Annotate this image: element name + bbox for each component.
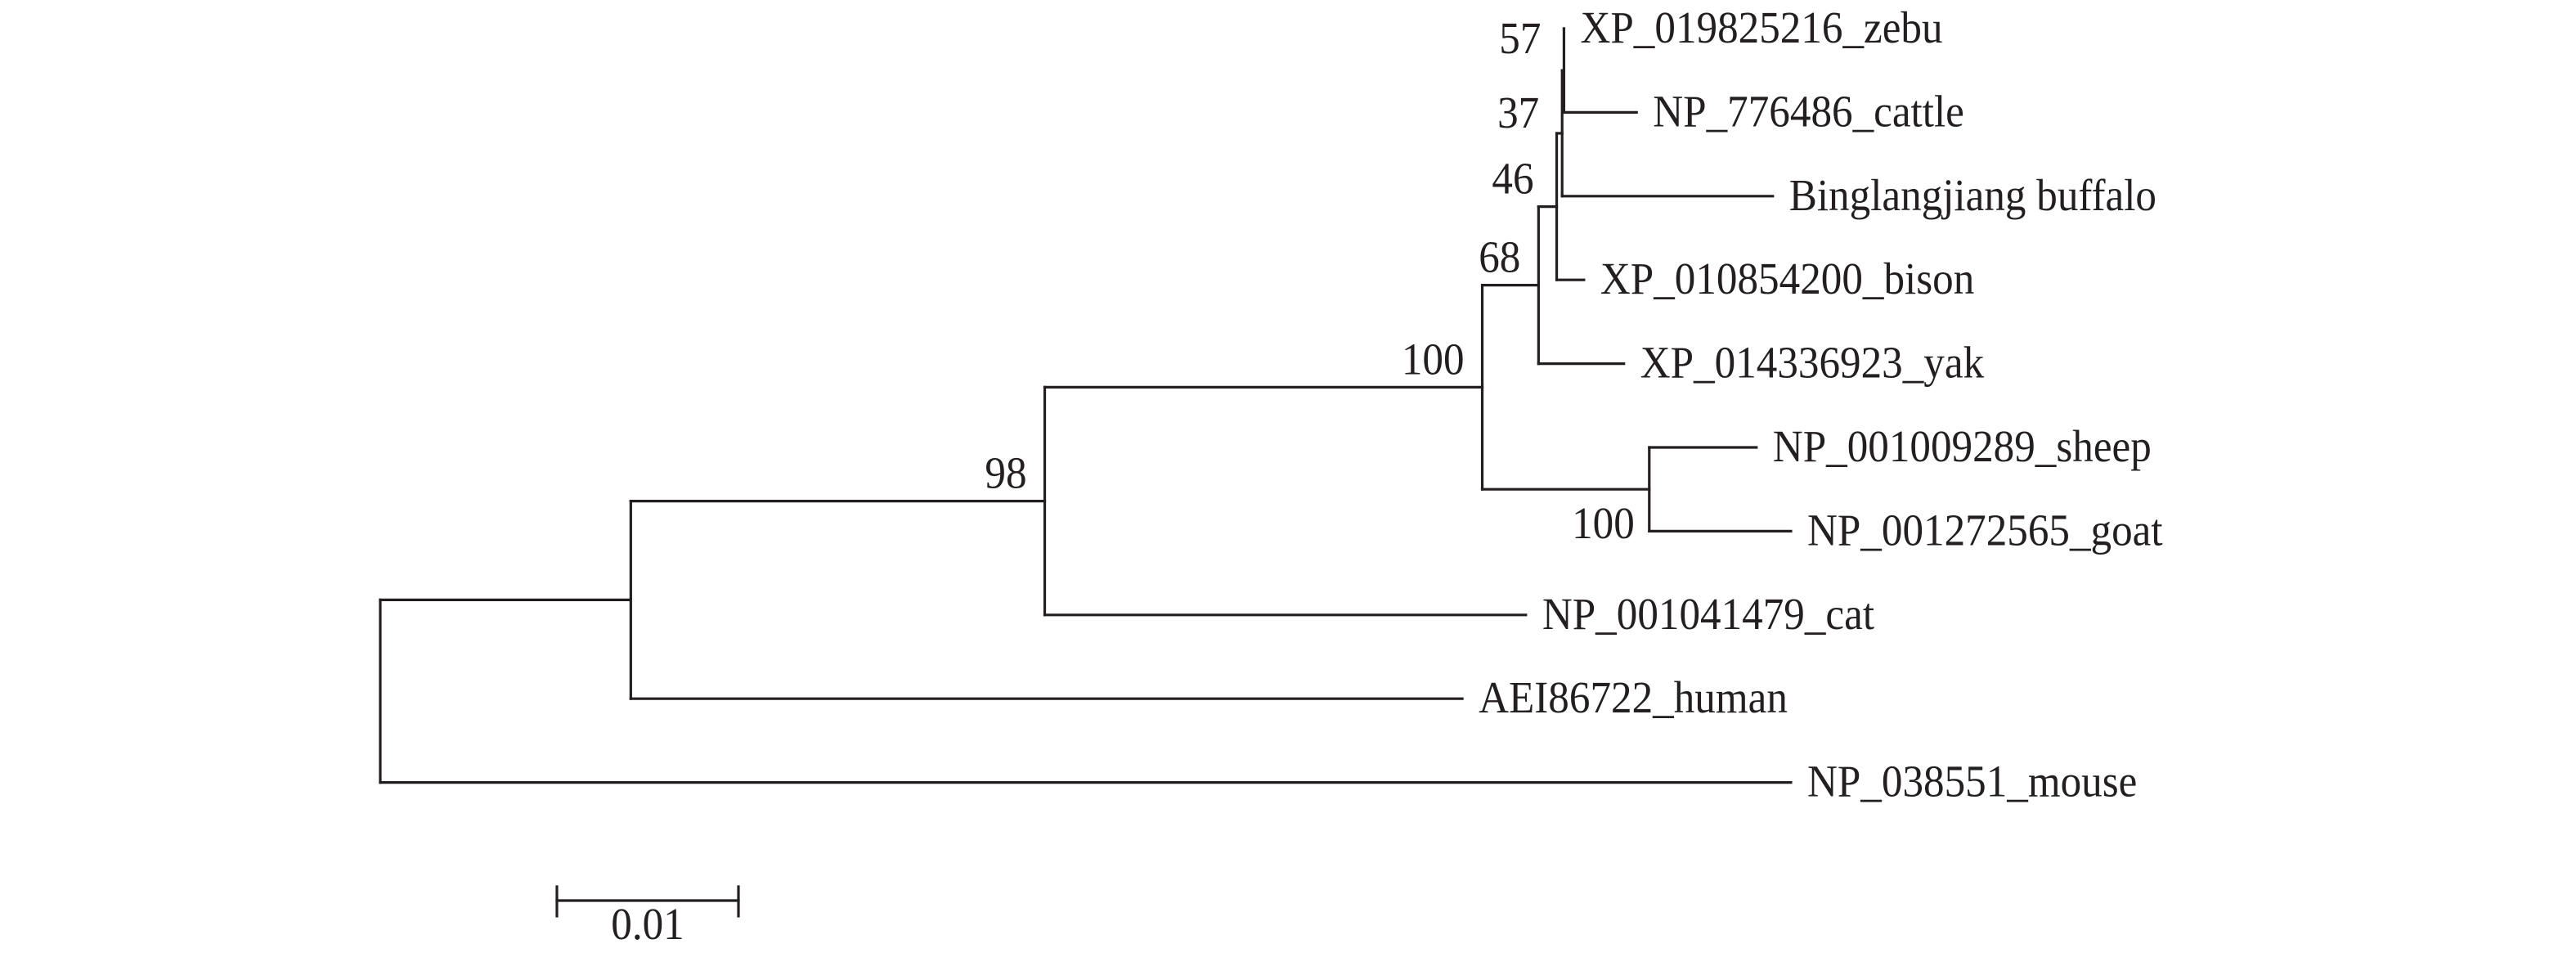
- tip-label: NP_001272565_goat: [1807, 506, 2163, 555]
- tip-label: XP_010854200_bison: [1600, 255, 1974, 304]
- tip-label: NP_001009289_sheep: [1773, 422, 2152, 471]
- bootstrap-value: 37: [1497, 88, 1539, 137]
- tree-branches: [379, 27, 1793, 784]
- tip-labels: XP_019825216_zebuNP_776486_cattleBinglan…: [1479, 3, 2163, 806]
- bootstrap-value: 57: [1499, 15, 1541, 64]
- tip-label: Binglangjiang buffalo: [1789, 171, 2156, 220]
- bootstrap-labels: 98 100 68 46 37 57 100: [985, 15, 1634, 549]
- bootstrap-value: 46: [1492, 155, 1533, 204]
- bootstrap-value: 100: [1572, 500, 1635, 549]
- tip-label: XP_019825216_zebu: [1580, 3, 1942, 52]
- bootstrap-value: 68: [1479, 233, 1520, 282]
- scale-bar: 0.01: [555, 885, 740, 949]
- bootstrap-value: 100: [1402, 335, 1465, 384]
- tip-label: NP_776486_cattle: [1653, 88, 1964, 137]
- bootstrap-value: 98: [985, 449, 1026, 498]
- tip-label: XP_014336923_yak: [1640, 339, 1985, 388]
- tip-label: NP_001041479_cat: [1542, 590, 1874, 639]
- tip-label: NP_038551_mouse: [1807, 757, 2137, 806]
- tip-label: AEI86722_human: [1479, 674, 1788, 723]
- scale-bar-label: 0.01: [611, 900, 684, 949]
